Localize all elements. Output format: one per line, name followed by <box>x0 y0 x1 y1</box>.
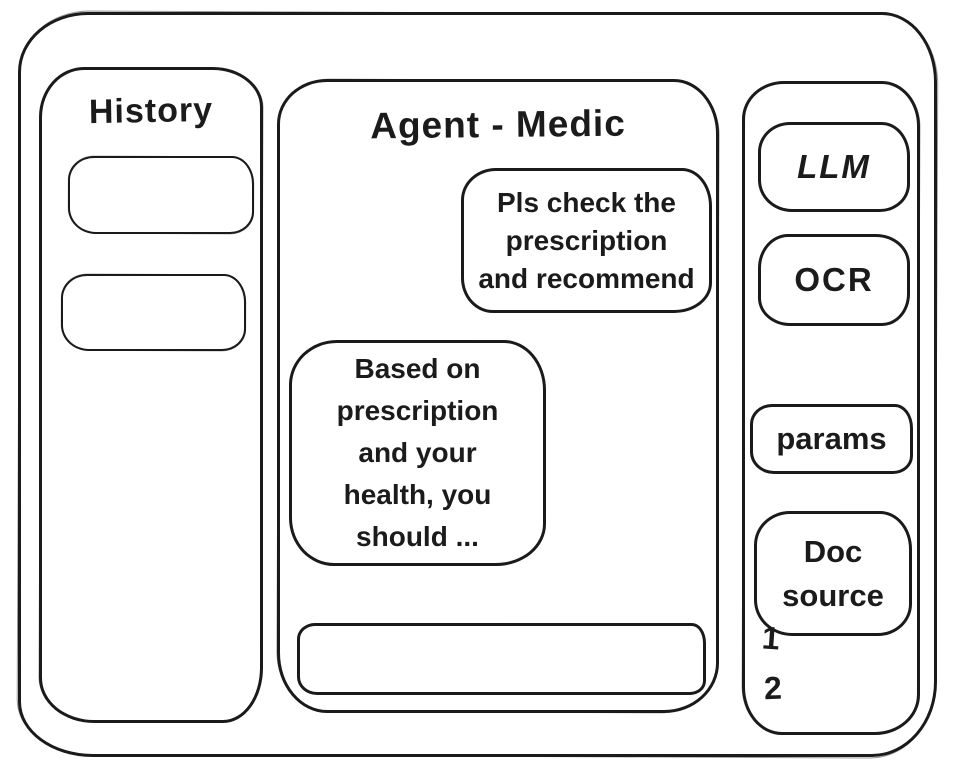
user-message-bubble: Pls check the prescription and recommend <box>461 168 712 313</box>
assistant-message-bubble: Based on prescription and your health, y… <box>289 340 546 566</box>
chat-title: Agent - Medic <box>370 102 626 147</box>
window-frame: History Agent - Medic Pls check the pres… <box>18 12 937 757</box>
doc-source-item-2[interactable]: 2 <box>763 669 783 707</box>
ocr-button[interactable]: OCR <box>758 234 910 326</box>
doc-source-item-1[interactable]: 1 <box>760 619 782 657</box>
llm-button[interactable]: LLM <box>758 122 910 212</box>
params-button[interactable]: params <box>750 404 913 474</box>
history-item[interactable] <box>68 156 254 234</box>
doc-source-button[interactable]: Doc source <box>754 511 912 636</box>
history-item[interactable] <box>61 274 246 351</box>
chat-panel: Agent - Medic Pls check the prescription… <box>277 79 719 713</box>
history-sidebar: History <box>39 67 263 723</box>
tools-panel: LLM OCR params Doc source 1 2 <box>742 81 920 735</box>
sidebar-title: History <box>88 90 214 132</box>
message-input[interactable] <box>297 623 706 695</box>
